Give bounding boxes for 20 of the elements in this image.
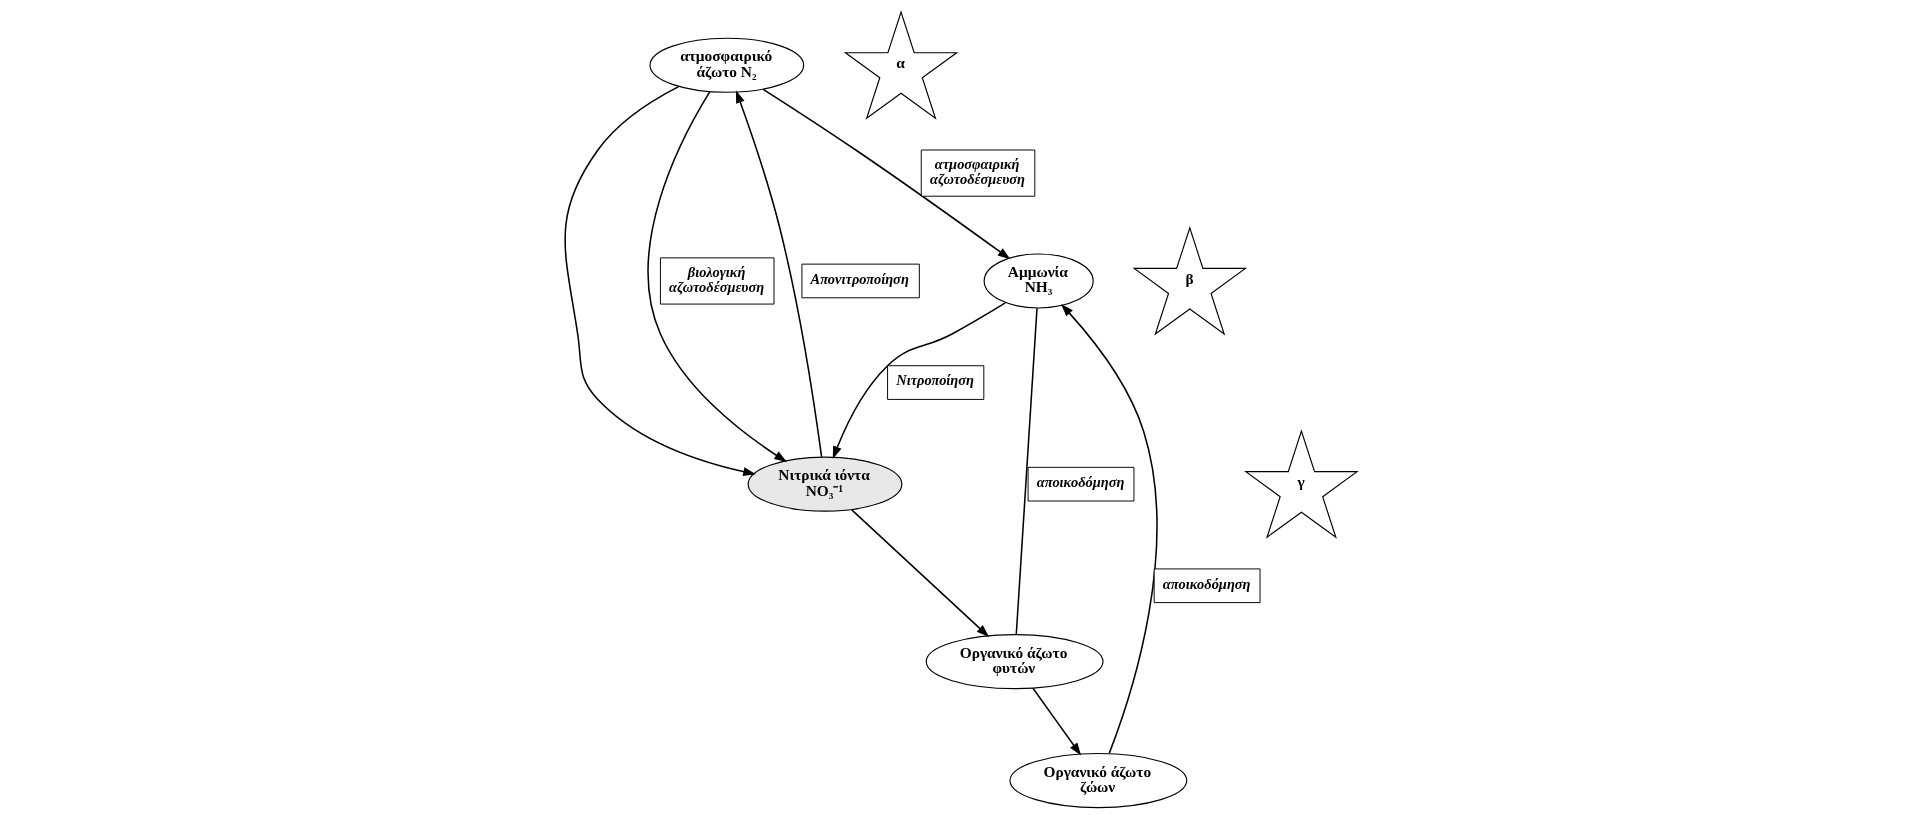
arrow xyxy=(832,302,1006,460)
arrow xyxy=(761,88,1010,260)
node-ellipse: Νιτρικά ιόντα NO₃⁻¹ xyxy=(747,456,902,512)
edge-label: Νιτροποίηση xyxy=(895,372,974,389)
arrow xyxy=(850,509,989,637)
edge-label: βιολογική αζωτοδέσμευση xyxy=(668,264,764,295)
edge-label: αποικοδόμηση xyxy=(1162,575,1250,592)
node-ellipse: Αμμωνία NH₃ xyxy=(983,253,1094,309)
arrow xyxy=(1031,687,1081,756)
edge-label: Απονιτροποίηση xyxy=(810,270,909,287)
node-ellipse: Οργανικό άζωτο φυτών xyxy=(925,634,1104,690)
node-ellipse: ατμοσφαιρικό άζωτο N₂ xyxy=(648,37,804,93)
arrow xyxy=(563,85,756,476)
edge-label: ατμοσφαιρική αζωτοδέσμευση xyxy=(929,156,1025,187)
node-ellipse: Οργανικό άζωτο ζώων xyxy=(1008,752,1187,809)
connector xyxy=(1015,307,1038,635)
arrow xyxy=(646,91,787,462)
arrow xyxy=(1060,304,1158,754)
arrow xyxy=(735,90,822,458)
edge-label: αποικοδόμηση xyxy=(1036,474,1124,491)
